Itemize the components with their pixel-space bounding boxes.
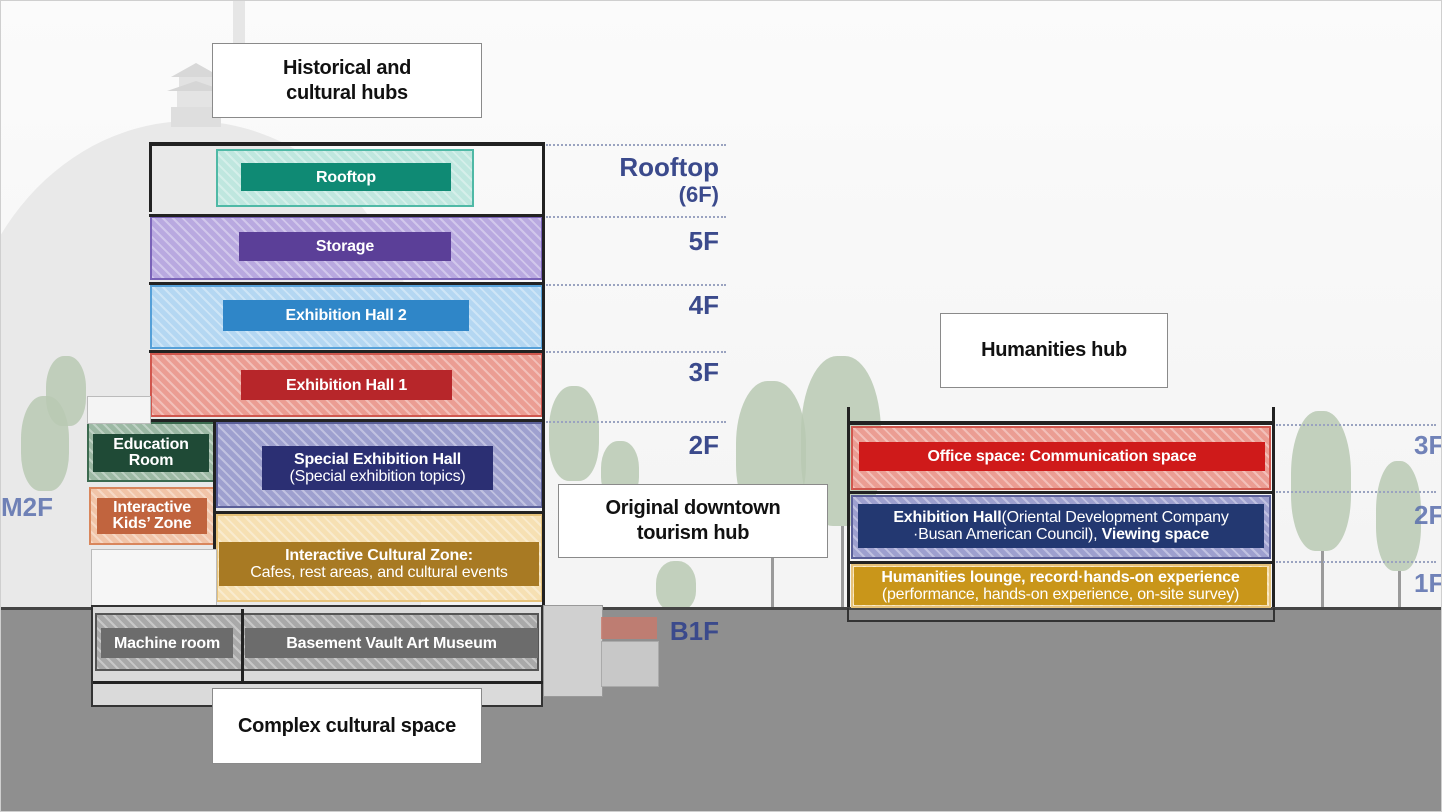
tree — [1376, 461, 1421, 571]
cultural-zone-line-2: Cafes, rest areas, and cultural events — [250, 564, 508, 581]
humanities-lounge-line-1: Humanities lounge, record·hands-on exper… — [881, 569, 1240, 586]
column — [1272, 407, 1275, 607]
floor-guide-line — [546, 216, 726, 218]
humanities-lounge-label: Humanities lounge, record·hands-on exper… — [854, 567, 1267, 605]
column — [847, 407, 850, 607]
tourism-hub-callout: Original downtown tourism hub — [558, 484, 828, 558]
tree-trunk — [771, 521, 774, 609]
floor-slab — [149, 214, 545, 217]
right-foundation — [847, 608, 1275, 622]
column — [542, 212, 545, 608]
floor-guide-line — [546, 351, 726, 353]
floor-guide-line — [546, 144, 726, 146]
special-exhibition-line-2: (Special exhibition topics) — [289, 468, 466, 485]
stair-block — [601, 617, 657, 639]
kids-zone-line-2: Kids’ Zone — [112, 515, 192, 532]
kids-zone-label: Interactive Kids’ Zone — [97, 498, 207, 534]
floor-slab — [215, 511, 545, 514]
historical-cultural-hubs-callout: Historical and cultural hubs — [212, 43, 482, 118]
exhibition-viewing-line-1: Exhibition Hall(Oriental Development Com… — [893, 509, 1229, 526]
column — [213, 419, 216, 609]
floor-slab — [847, 561, 1275, 564]
roof-slab — [847, 421, 1275, 425]
storage-label: Storage — [239, 232, 451, 261]
viewing-space-bold: Viewing space — [1101, 526, 1210, 543]
education-room-line-2: Room — [128, 452, 174, 469]
roof-slab — [149, 142, 545, 146]
vault-museum-label: Basement Vault Art Museum — [245, 628, 538, 658]
tree-trunk — [841, 526, 844, 609]
humanities-hub-callout: Humanities hub — [940, 313, 1168, 388]
right-floor-2f-label: 2F — [1414, 500, 1442, 530]
exhibition-viewing-label: Exhibition Hall(Oriental Development Com… — [858, 504, 1264, 548]
floor-b1-label: B1F — [669, 616, 719, 646]
education-room-label: Education Room — [93, 434, 209, 472]
exhibition-hall-detail: (Oriental Development Company — [1001, 509, 1229, 526]
rooftop-floor-sublabel: (6F) — [678, 182, 719, 207]
machine-room-label: Machine room — [101, 628, 233, 658]
humanities-lounge-line-2: (performance, hands-on experience, on-si… — [881, 586, 1240, 603]
floor-3f-label: 3F — [688, 357, 719, 387]
floor-guide-line — [1276, 561, 1436, 563]
tree — [46, 356, 86, 426]
pagoda-illustration — [167, 63, 225, 127]
column — [241, 609, 244, 681]
kids-zone-line-1: Interactive — [113, 499, 191, 516]
rooftop-floor-label: Rooftop — [619, 152, 719, 182]
right-floor-3f-label: 3F — [1414, 430, 1442, 460]
right-floor-1f-label: 1F — [1414, 568, 1442, 598]
floor-slab — [847, 491, 1275, 494]
special-exhibition-line-1: Special Exhibition Hall — [294, 451, 461, 468]
floor-guide-line — [1276, 424, 1436, 426]
rooftop-label: Rooftop — [241, 163, 451, 191]
tree-trunk — [1321, 551, 1324, 609]
floor-2f-label: 2F — [688, 430, 719, 460]
exhibition-council: ·Busan American Council), — [912, 526, 1102, 543]
column — [542, 142, 545, 212]
tree — [1291, 411, 1351, 551]
tree-trunk — [1398, 571, 1401, 609]
complex-cultural-space-callout: Complex cultural space — [212, 688, 482, 764]
side-wing — [87, 396, 151, 424]
floor-m2f-label: M2F — [1, 492, 53, 522]
exhibition-hall-2-label: Exhibition Hall 2 — [223, 300, 469, 331]
cultural-zone-label: Interactive Cultural Zone: Cafes, rest a… — [219, 542, 539, 586]
floor-guide-line — [546, 421, 726, 423]
tree — [549, 386, 599, 481]
stair-block — [601, 641, 659, 687]
floor-4f-label: 4F — [688, 290, 719, 320]
floor-slab — [149, 419, 545, 422]
education-room-line-1: Education — [113, 436, 189, 453]
floor-5f-label: 5F — [688, 226, 719, 256]
floor-guide-line — [1276, 491, 1436, 493]
floor-slab — [149, 282, 545, 285]
ground-line — [1, 607, 1441, 610]
basement-slab — [93, 681, 543, 684]
side-wing-lower — [91, 549, 217, 609]
floor-slab — [149, 350, 545, 353]
cultural-zone-line-1: Interactive Cultural Zone: — [285, 547, 473, 564]
special-exhibition-label: Special Exhibition Hall (Special exhibit… — [262, 446, 493, 490]
exhibition-viewing-line-2: ·Busan American Council), Viewing space — [913, 526, 1209, 543]
exhibition-hall-bold: Exhibition Hall — [893, 509, 1002, 526]
office-space-label: Office space: Communication space — [859, 442, 1265, 471]
basement-vent — [543, 605, 603, 697]
column — [149, 142, 152, 212]
floor-guide-line — [546, 284, 726, 286]
tree — [656, 561, 696, 611]
exhibition-hall-1-label: Exhibition Hall 1 — [241, 370, 452, 400]
